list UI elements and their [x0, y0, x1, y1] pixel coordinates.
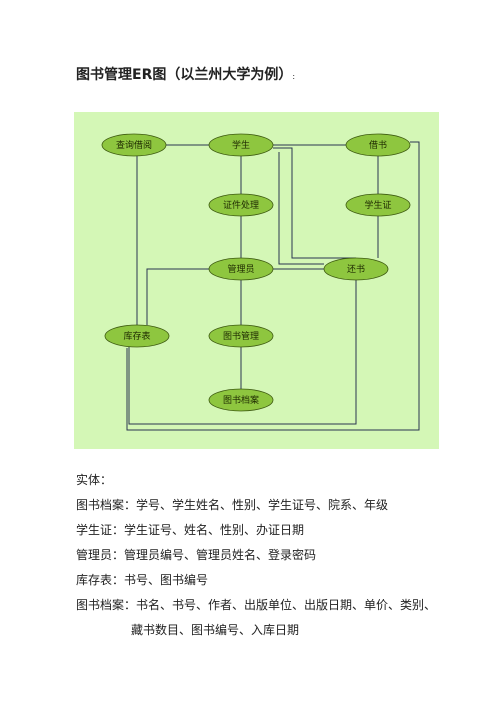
node-label: 还书 [347, 263, 365, 275]
node-student: 学生 [208, 133, 274, 157]
node-label: 图书档案 [223, 394, 259, 406]
node-student-card: 学生证 [345, 193, 411, 217]
node-query: 查询借阅 [101, 133, 167, 157]
node-inventory: 库存表 [104, 324, 170, 348]
title-main: 图书管理ER图（以兰州大学为例） [76, 67, 293, 83]
node-label: 库存表 [123, 330, 150, 342]
node-label: 管理员 [227, 263, 254, 275]
node-ellipse [208, 133, 274, 157]
node-ellipse [208, 257, 274, 281]
node-ellipse [323, 257, 389, 281]
node-ellipse [104, 324, 170, 348]
node-ellipse [345, 193, 411, 217]
entity-row-student-card: 学生证：学生证号、姓名、性别、办证日期 [76, 523, 305, 537]
entity-row-book-archive: 图书档案：书名、书号、作者、出版单位、出版日期、单价、类别、 [76, 598, 437, 612]
node-ellipse [208, 193, 274, 217]
node-label: 图书管理 [223, 330, 259, 342]
edge-12 [278, 152, 324, 265]
node-ellipse [208, 324, 274, 348]
node-label: 学生 [232, 139, 250, 151]
edge-13 [128, 280, 357, 425]
diagram-edges [126, 141, 420, 431]
entity-row-student-archive: 图书档案：学号、学生姓名、性别、学生证号、院系、年级 [76, 498, 389, 512]
edge-14 [126, 141, 420, 431]
node-cert-process: 证件处理 [208, 193, 274, 217]
entity-row-admin: 管理员：管理员编号、管理员姓名、登录密码 [76, 548, 317, 562]
node-admin: 管理员 [208, 257, 274, 281]
edge-11 [273, 147, 356, 259]
page-title: 图书管理ER图（以兰州大学为例）: [76, 64, 295, 84]
node-label: 证件处理 [223, 199, 259, 211]
entity-heading: 实体： [76, 473, 113, 487]
entity-row-book-archive-cont: 藏书数目、图书编号、入库日期 [131, 623, 300, 637]
node-return: 还书 [323, 257, 389, 281]
er-diagram: 查询借阅 学生 借书证件处理 学生证管理员 还书库存表 图书管理图书档案 [74, 112, 439, 449]
node-label: 学生证 [364, 199, 391, 211]
node-book-mgmt: 图书管理 [208, 324, 274, 348]
node-label: 查询借阅 [116, 139, 152, 151]
node-book-archive: 图书档案 [208, 388, 274, 412]
title-suffix: : [292, 72, 296, 81]
node-ellipse [101, 133, 167, 157]
node-borrow: 借书 [345, 133, 411, 157]
entity-list: 实体： 图书档案：学号、学生姓名、性别、学生证号、院系、年级 学生证：学生证号、… [76, 468, 476, 643]
node-label: 借书 [369, 139, 387, 151]
edge-10 [146, 268, 209, 325]
entity-row-inventory: 库存表：书号、图书编号 [76, 573, 209, 587]
node-ellipse [208, 388, 274, 412]
node-ellipse [345, 133, 411, 157]
